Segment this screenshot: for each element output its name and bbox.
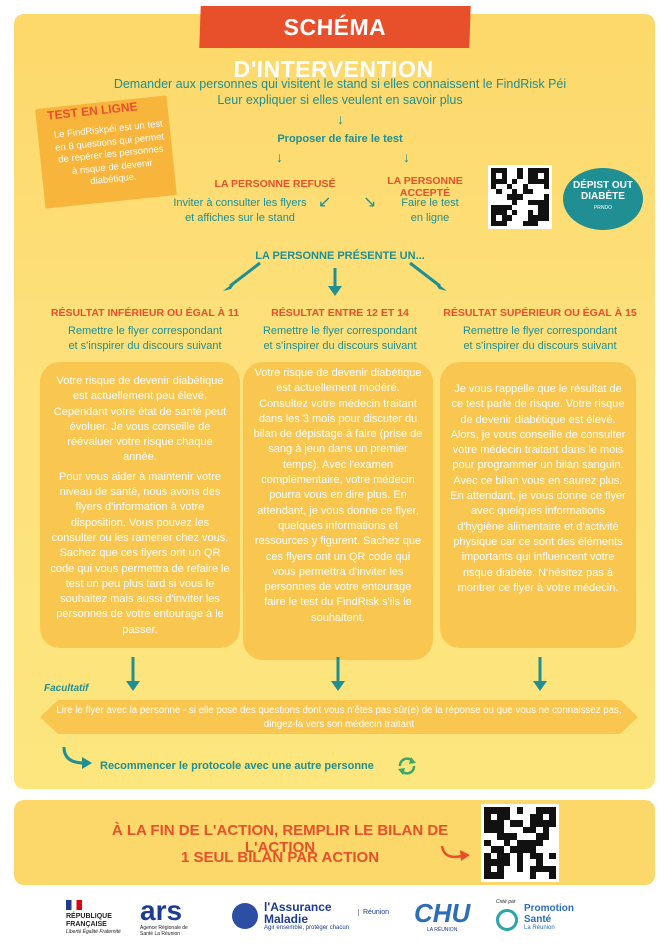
page-title: SCHÉMA D'INTERVENTION bbox=[199, 6, 471, 82]
badge-line-2: DIABÈTE bbox=[581, 191, 625, 202]
qr-code-icon[interactable] bbox=[488, 165, 552, 229]
arrow-curve-icon bbox=[62, 746, 92, 769]
refuse-text-1: Inviter à consulter les flyers bbox=[173, 197, 307, 209]
col-2-sub-2: et s'inspirer du discours suivant bbox=[263, 340, 417, 352]
col-3-p1: Je vous rappelle que le résultat de ce t… bbox=[450, 383, 626, 594]
logo-chu: CHU LA RÉUNION bbox=[414, 899, 470, 933]
badge-line-3: PRNDO bbox=[593, 205, 613, 211]
qr-code-icon[interactable] bbox=[481, 804, 559, 882]
logo-promotion-sante: Créé par Promotion Santé La Réunion bbox=[496, 899, 574, 931]
arrow-down-icon bbox=[331, 681, 345, 691]
col-3-sub-2: et s'inspirer du discours suivant bbox=[463, 340, 617, 352]
promo-line-1: Promotion bbox=[524, 903, 574, 914]
refuse-text: Inviter à consulter les flyers et affich… bbox=[140, 196, 340, 226]
ars-text: ars bbox=[140, 895, 183, 926]
promotion-icon bbox=[496, 909, 518, 931]
arrow-curve-icon: ↙ bbox=[318, 194, 332, 211]
bilan-line-2: 1 SEUL BILAN PAR ACTION bbox=[180, 849, 380, 866]
propose-text: Proposer de faire le test bbox=[277, 133, 403, 145]
facultatif-label: Facultatif bbox=[44, 683, 89, 694]
assurance-tag: Agir ensemble, protéger chacun bbox=[264, 925, 350, 931]
branch-arrows bbox=[223, 261, 447, 296]
accept-text: Faire le test en ligne bbox=[385, 196, 475, 226]
col-1-sub-2: et s'inspirer du discours suivant bbox=[68, 340, 222, 352]
test-en-ligne-text: Le FindRiskpéi est un test en 8 question… bbox=[53, 118, 165, 188]
depistout-badge: DÉPIST OUT DIABÈTE PRNDO bbox=[563, 168, 643, 230]
refuse-heading: LA PERSONNE REFUSÉ bbox=[214, 178, 336, 190]
col-1-heading: RÉSULTAT INFÉRIEUR OU ÉGAL À 11 bbox=[50, 307, 240, 319]
republique-text: RÉPUBLIQUE FRANÇAISE bbox=[66, 913, 112, 928]
arrow-down-icon bbox=[533, 681, 547, 691]
promo-line-3: La Réunion bbox=[524, 925, 555, 931]
assurance-region: Réunion bbox=[358, 909, 389, 916]
chu-sub: LA RÉUNION bbox=[427, 927, 458, 933]
col-1-bubble: Votre risque de devenir diabétique est a… bbox=[40, 362, 240, 648]
col-1-sub: Remettre le flyer correspondant et s'ins… bbox=[45, 324, 245, 354]
col-2-p1: Votre risque de devenir diabétique est a… bbox=[253, 367, 423, 624]
promo-pre: Créé par bbox=[496, 899, 516, 905]
refresh-icon bbox=[398, 757, 416, 775]
partner-logos: RÉPUBLIQUE FRANÇAISE Liberté Égalité Fra… bbox=[0, 895, 669, 947]
ribbon-text: Lire le flyer avec la personne - si elle… bbox=[40, 700, 638, 734]
arrow-curve-icon bbox=[440, 845, 470, 861]
logo-ars: ars Agence Régionale de Santé La Réunion bbox=[140, 895, 200, 938]
badge-line-1: DÉPIST OUT bbox=[572, 180, 633, 191]
accept-text-2: en ligne bbox=[410, 212, 450, 224]
intro-text: Demander aux personnes qui visitent le s… bbox=[60, 76, 620, 108]
logo-assurance-maladie: l'Assurance Maladie Agir ensemble, proté… bbox=[232, 901, 349, 931]
col-1-p1: Votre risque de devenir diabétique est a… bbox=[53, 375, 227, 464]
col-2-sub: Remettre le flyer correspondant et s'ins… bbox=[240, 324, 440, 354]
arrow-down-icon: ↓ bbox=[337, 111, 344, 127]
col-3-bubble: Je vous rappelle que le résultat de ce t… bbox=[440, 362, 636, 648]
refuse-text-2: et affiches sur le stand bbox=[185, 212, 295, 224]
present-heading: LA PERSONNE PRÉSENTE UN... bbox=[255, 250, 425, 262]
restart-text: Recommencer le protocole avec une autre … bbox=[100, 760, 374, 772]
col-3-heading: RÉSULTAT SUPÉRIEUR OU ÉGAL À 15 bbox=[443, 307, 637, 319]
accept-text-1: Faire le test bbox=[401, 197, 459, 209]
arrow-down-icon: ↓ bbox=[403, 149, 410, 165]
flag-icon bbox=[66, 900, 82, 910]
col-2-sub-1: Remettre le flyer correspondant bbox=[262, 325, 418, 337]
ars-sub: Agence Régionale de Santé La Réunion bbox=[140, 925, 188, 937]
col-3-sub: Remettre le flyer correspondant et s'ins… bbox=[440, 324, 640, 354]
arrow-down-icon: ↓ bbox=[276, 149, 283, 165]
assurance-line-1: l'Assurance bbox=[264, 900, 332, 914]
arrow-curve-icon: ↘ bbox=[363, 194, 377, 211]
intro-line-2: Leur expliquer si elles veulent en savoi… bbox=[217, 93, 463, 107]
logo-republique: RÉPUBLIQUE FRANÇAISE Liberté Égalité Fra… bbox=[66, 900, 126, 935]
assurance-icon bbox=[232, 903, 258, 929]
promo-line-2: Santé bbox=[524, 914, 552, 925]
column-arrows bbox=[126, 657, 547, 691]
col-3-sub-1: Remettre le flyer correspondant bbox=[462, 325, 618, 337]
arrow-down-icon bbox=[126, 681, 140, 691]
bilan-line-1: À LA FIN DE L'ACTION, REMPLIR LE BILAN D… bbox=[111, 822, 449, 856]
accept-heading: LA PERSONNE ACCEPTÉ bbox=[387, 175, 463, 199]
col-2-heading: RÉSULTAT ENTRE 12 ET 14 bbox=[271, 307, 409, 319]
republique-motto: Liberté Égalité Fraternité bbox=[66, 929, 121, 935]
assurance-line-2: Maladie bbox=[264, 912, 309, 926]
col-2-bubble: Votre risque de devenir diabétique est a… bbox=[243, 362, 433, 660]
col-1-sub-1: Remettre le flyer correspondant bbox=[67, 325, 223, 337]
chu-text: CHU bbox=[414, 898, 471, 928]
col-1-p2: Pour vous aider à maintenir votre niveau… bbox=[50, 470, 230, 636]
intro-line-1: Demander aux personnes qui visitent le s… bbox=[113, 77, 567, 91]
